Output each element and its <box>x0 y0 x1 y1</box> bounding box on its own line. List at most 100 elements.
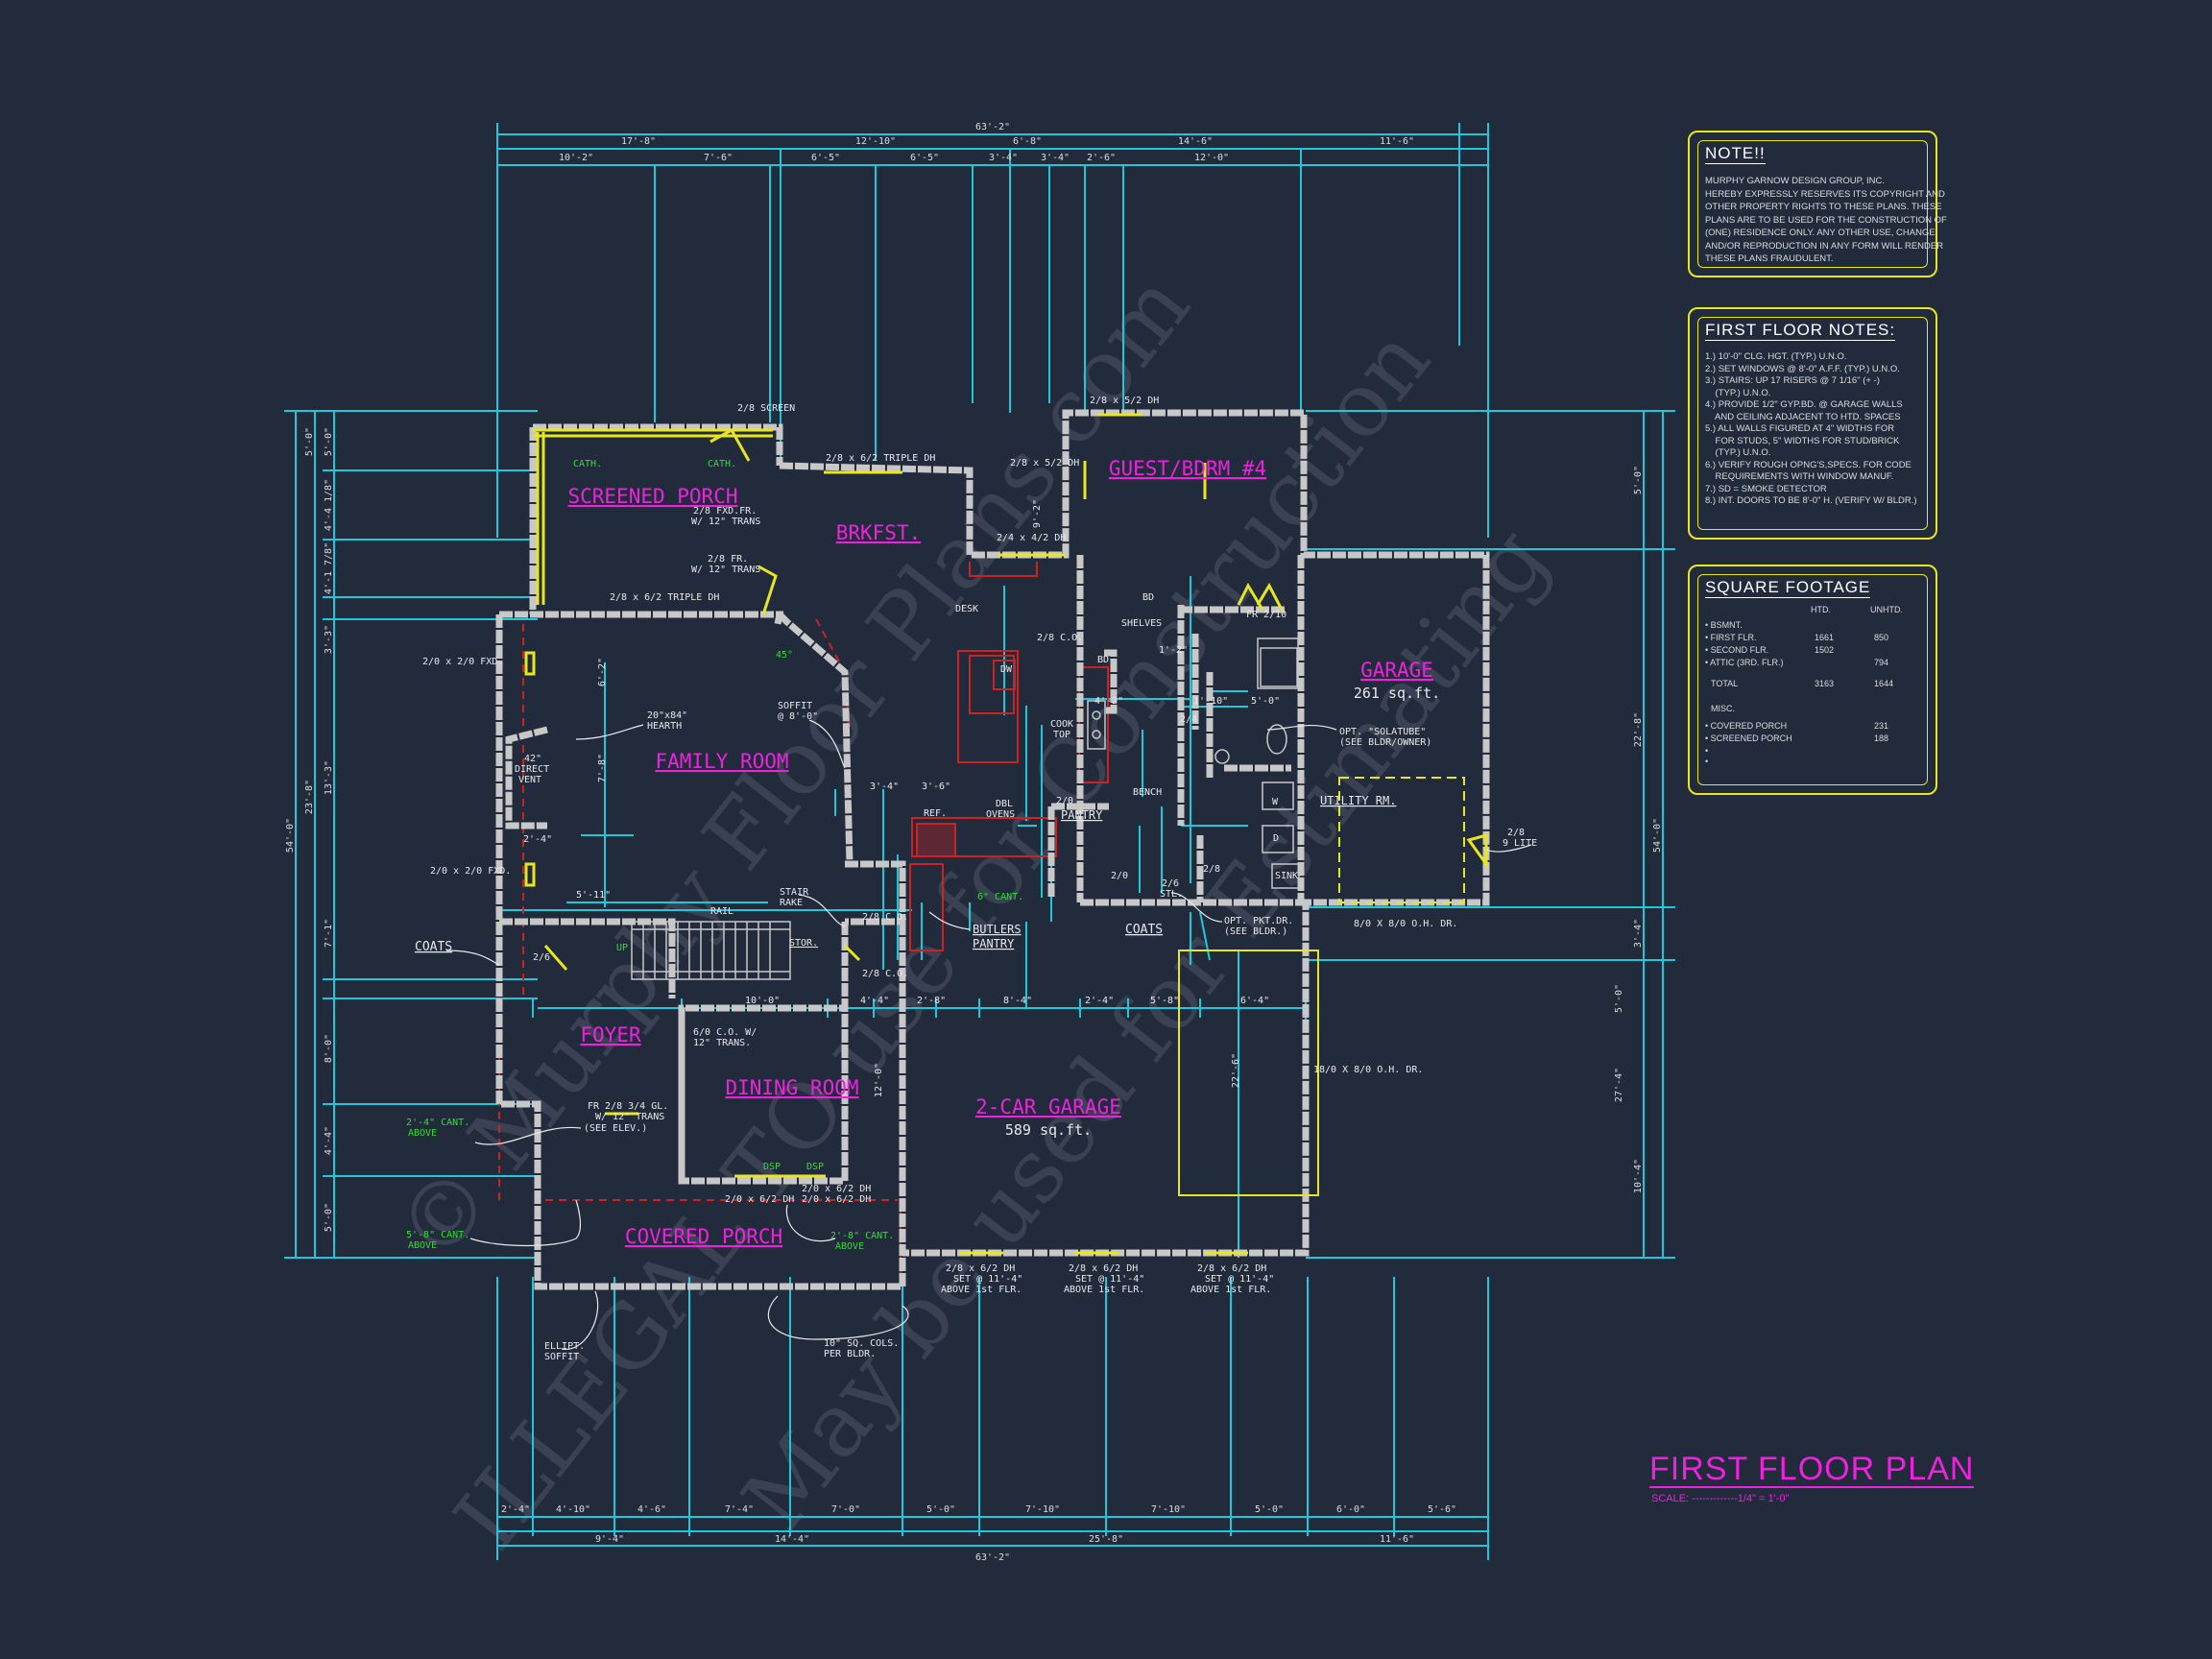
label-dh-g3-3: ABOVE 1st FLR. <box>1190 1285 1271 1295</box>
copyright-line: HEREBY EXPRESSLY RESERVES ITS COPYRIGHT … <box>1705 188 1945 200</box>
dim-bottom-2: 4'-10" <box>556 1504 590 1515</box>
label-stor: STOR. <box>789 938 818 949</box>
dim-top2-2: 7'-6" <box>704 153 733 163</box>
label-dsp-1: DSP <box>763 1162 781 1172</box>
floor-notes-panel: FIRST FLOOR NOTES: 1.) 10'-0" CLG. HGT. … <box>1688 307 1937 540</box>
label-dim-226: 22'-6" <box>1231 1053 1241 1088</box>
dim-left-8: 4'-4" <box>324 1126 334 1155</box>
sqft-label: TOTAL <box>1711 679 1739 688</box>
label-oh-dr-small: 8/0 X 8/0 O.H. DR. <box>1354 919 1457 929</box>
copyright-note-title: NOTE!! <box>1705 144 1766 164</box>
label-bench: BENCH <box>1133 787 1162 798</box>
label-coats-left: COATS <box>415 940 452 954</box>
label-soffit-2: @ 8'-0" <box>778 711 818 722</box>
label-soffit-1: SOFFIT <box>778 701 812 711</box>
leader-lines <box>445 719 1532 1350</box>
sqft-unhtd: 188 <box>1874 733 1889 743</box>
label-washer: W <box>1272 797 1279 807</box>
room-areas: 261 sq.ft. 589 sq.ft. <box>1005 685 1440 1139</box>
label-butler-2: PANTRY <box>973 937 1015 950</box>
label-rail: RAIL <box>710 906 733 917</box>
label-dh-kitchen: 2/8 x 5/2 DH <box>1010 458 1079 469</box>
label-opt-pkt-2: (SEE BLDR.) <box>1224 926 1287 937</box>
square-footage-frame <box>1697 574 1928 785</box>
label-fr-210: FR 2/10 <box>1246 610 1286 620</box>
copyright-line: PLANS ARE TO BE USED FOR THE CONSTRUCTIO… <box>1705 214 1947 226</box>
dim-right-1: 5'-0" <box>1633 466 1644 494</box>
dim-top2-5: 3'-4" <box>989 153 1018 163</box>
label-stair-1: STAIR <box>780 887 809 898</box>
room-dining-room: DINING ROOM <box>725 1076 858 1099</box>
label-dim-58: 5'-8" <box>1150 996 1179 1006</box>
label-cath-2: CATH. <box>708 459 736 469</box>
label-fxd-fr: 2/8 FXD.FR. <box>693 506 757 517</box>
label-dim-64: 6'-4" <box>1240 996 1269 1006</box>
label-fxd-fr-trans: W/ 12" TRANS <box>691 517 760 527</box>
sqft-label: MISC. <box>1711 704 1736 713</box>
sqft-label: • ATTIC (3rd. FLR.) <box>1705 658 1784 667</box>
dim-top2-4: 6'-5" <box>910 153 939 163</box>
label-dim-50: 5'-0" <box>1251 696 1280 707</box>
label-cant-24-2: ABOVE <box>408 1128 437 1139</box>
label-dh-g2-1: 2/8 x 6/2 DH <box>1069 1263 1138 1274</box>
dim-top2-7: 2'-6" <box>1087 153 1116 163</box>
dim-top2-8: 12'-0" <box>1194 153 1229 163</box>
square-footage-title: SQUARE FOOTAGE <box>1705 578 1871 598</box>
floor-note-line: 4.) PROVIDE 1/2" GYP.BD. @ GARAGE WALLS <box>1705 399 1903 410</box>
label-dh-front-1: 2/0 x 6/2 DH <box>725 1194 794 1205</box>
label-fxd-left-1: 2/0 x 2/0 FXD. <box>422 657 503 667</box>
label-cook-1: COOK <box>1050 719 1073 730</box>
sqft-label: • COVERED PORCH <box>1705 721 1788 731</box>
dim-left-9: 5'-0" <box>324 1203 334 1232</box>
dim-bottom2-4: 11'-6" <box>1380 1534 1414 1545</box>
copyright-line: MURPHY GARNOW DESIGN GROUP, INC. <box>1705 176 1886 186</box>
label-dryer: D <box>1273 833 1279 844</box>
label-hearth-2: HEARTH <box>647 721 682 732</box>
copyright-note-body: MURPHY GARNOW DESIGN GROUP, INC. HEREBY … <box>1705 175 1947 266</box>
label-door-26: 2/6 <box>533 952 550 963</box>
label-utility: UTILITY RM. <box>1320 794 1396 807</box>
col-unhtd-header: UNHTD. <box>1870 605 1903 614</box>
dim-bottom2-1: 9'-4" <box>595 1534 624 1545</box>
dim-left-3: 4'-1 7/8" <box>324 542 334 594</box>
sqft-label: • <box>1705 757 1709 766</box>
label-dim-42: 4'-2" <box>1094 696 1123 707</box>
dim-right-3: 3'-4" <box>1633 919 1644 948</box>
floor-notes-body: 1.) 10'-0" CLG. HGT. (TYP.) U.N.O. 2.) S… <box>1705 351 1920 508</box>
annotations-vertical: 9'-2" 6'-2" 7'-8" 12'-0" 22'-6" <box>597 499 1241 1097</box>
sqft-label: • SECOND FLR. <box>1705 645 1769 655</box>
label-screen-1: 2/8 SCREEN <box>737 403 795 414</box>
floor-notes-frame <box>1697 317 1928 530</box>
label-vent-2: DIRECT <box>515 764 549 775</box>
label-dim-24: 2'-4" <box>523 834 552 845</box>
copyright-note-frame <box>1697 140 1928 268</box>
label-dh-g2-2: SET @ 11'-4" <box>1075 1274 1144 1285</box>
label-dbl-1: DBL <box>996 799 1013 809</box>
dim-right-2: 22'-8" <box>1633 712 1644 747</box>
label-dim-62v: 6'-2" <box>597 658 608 686</box>
floor-note-line: 8.) INT. DOORS TO BE 8'-0" H. (VERIFY W/… <box>1705 495 1917 506</box>
label-dim-511: 5'-11" <box>576 890 611 901</box>
dim-top-3: 6'-8" <box>1013 136 1042 147</box>
label-dh-front-3: 2/0 x 6/2 DH <box>802 1184 871 1194</box>
sqft-htd: 1661 <box>1815 633 1835 642</box>
label-co-28b: 2/8 C.O. <box>862 912 908 923</box>
dim-bottom-1: 2'-4" <box>501 1504 530 1515</box>
copyright-line: OTHER PROPERTY RIGHTS TO THESE PLANS. TH… <box>1705 202 1942 212</box>
plan-title: FIRST FLOOR PLAN <box>1649 1451 1975 1488</box>
label-dim-36: 3'-6" <box>922 781 950 792</box>
label-fr-234-2: W/ 12" TRANS <box>595 1112 664 1122</box>
label-bd-1: BD <box>1142 592 1154 603</box>
label-bd-2: BD <box>1097 655 1109 665</box>
sqft-unhtd: 231 <box>1874 721 1889 731</box>
dim-bottom-4: 7'-4" <box>725 1504 754 1515</box>
label-9-lite-2: 9 LITE <box>1503 838 1537 849</box>
dim-top2-1: 10'-2" <box>559 153 593 163</box>
dim-bottom-8: 7'-10" <box>1151 1504 1186 1515</box>
label-ref: REF. <box>924 808 947 819</box>
dim-top-2: 12'-10" <box>855 136 896 147</box>
dim-left-7: 8'-0" <box>324 1034 334 1063</box>
label-columns-1: 10" SQ. COLS. <box>824 1338 899 1349</box>
floor-note-line: 5.) ALL WALLS FIGURED AT 4" WIDTHS FOR <box>1705 423 1895 434</box>
